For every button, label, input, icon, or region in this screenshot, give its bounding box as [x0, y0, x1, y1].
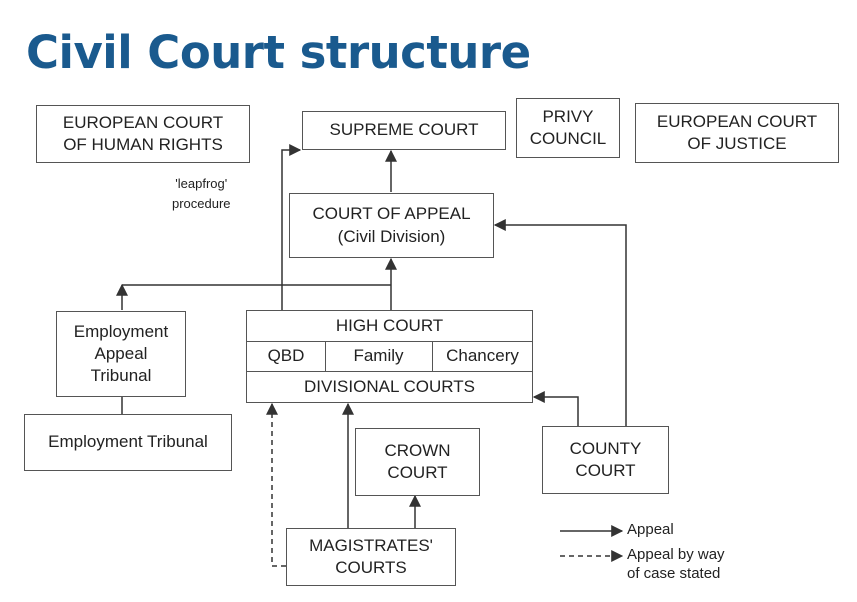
division-family: Family: [325, 341, 433, 371]
division-chancery-label: Chancery: [446, 346, 519, 365]
division-chancery: Chancery: [433, 341, 532, 371]
division-family-label: Family: [353, 346, 404, 365]
privy-council-label: PRIVY COUNCIL: [529, 106, 607, 148]
high-court-title-row: HIGH COURT: [247, 311, 532, 342]
supreme-court-label: SUPREME COURT: [329, 120, 479, 140]
high-court-divisions-row: QBD Family Chancery: [247, 341, 532, 372]
county-court-label: COUNTY COURT: [569, 438, 642, 480]
magistrates-courts-label: MAGISTRATES' COURTS: [309, 535, 433, 577]
arrow-county-to-appeal: [493, 219, 627, 426]
crown-court-label: CROWN COURT: [384, 440, 451, 482]
high-court-box: HIGH COURT QBD Family Chancery DIVISIONA…: [246, 310, 533, 403]
european-court-of-human-rights-box: EUROPEAN COURT OF HUMAN RIGHTS: [36, 105, 250, 163]
arrow-county-to-divisional: [532, 391, 579, 426]
legend-appeal-label: Appeal: [627, 521, 674, 538]
leapfrog-label: 'leapfrog' procedure: [172, 176, 231, 211]
arrow-leapfrog: [281, 144, 302, 310]
divisional-courts-label: DIVISIONAL COURTS: [304, 376, 475, 396]
page-title: Civil Court structure: [26, 26, 531, 79]
high-court-title: HIGH COURT: [335, 316, 444, 335]
county-court-box: COUNTY COURT: [542, 426, 669, 494]
employment-tribunal-label: Employment Tribunal: [48, 432, 208, 452]
divisional-courts-row: DIVISIONAL COURTS: [247, 371, 532, 402]
employment-tribunal-box: Employment Tribunal: [24, 414, 232, 471]
court-of-appeal-box: COURT OF APPEAL (Civil Division): [289, 193, 494, 258]
division-qbd: QBD: [247, 341, 326, 371]
european-court-of-justice-box: EUROPEAN COURT OF JUSTICE: [635, 103, 839, 163]
magistrates-courts-box: MAGISTRATES' COURTS: [286, 528, 456, 586]
european-court-of-justice-label: EUROPEAN COURT OF JUSTICE: [656, 111, 818, 153]
court-of-appeal-label: COURT OF APPEAL (Civil Division): [312, 204, 471, 246]
supreme-court-box: SUPREME COURT: [302, 111, 506, 150]
privy-council-box: PRIVY COUNCIL: [516, 98, 620, 158]
legend-case-stated-label: Appeal by way of case stated: [627, 546, 725, 582]
crown-court-box: CROWN COURT: [355, 428, 480, 496]
employment-appeal-tribunal-box: Employment Appeal Tribunal: [56, 311, 186, 397]
european-court-of-human-rights-label: EUROPEAN COURT OF HUMAN RIGHTS: [62, 112, 224, 154]
employment-appeal-tribunal-label: Employment Appeal Tribunal: [73, 321, 169, 386]
division-qbd-label: QBD: [267, 346, 305, 365]
arrow-case-stated: [266, 402, 286, 567]
